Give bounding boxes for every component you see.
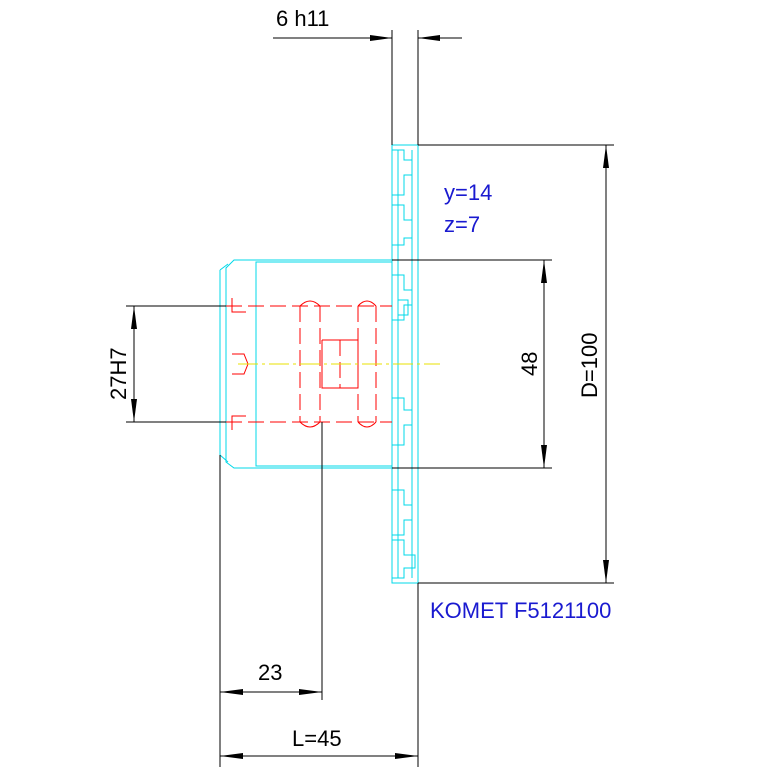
dim-hub-diameter: 48	[392, 259, 552, 469]
dim-hub-diameter-label: 48	[517, 352, 542, 376]
dim-hub-offset: 23	[219, 422, 323, 767]
part-number-label: KOMET F5121100	[430, 598, 611, 623]
dim-overall-length: L=45	[220, 583, 419, 767]
teeth-y-label: y=14	[444, 180, 492, 205]
dim-bore-label: 27H7	[106, 347, 131, 400]
dim-bore: 27H7	[106, 305, 226, 423]
dim-cutter-diameter-label: D=100	[577, 333, 602, 398]
dim-slot-width: 6 h11	[273, 6, 462, 145]
teeth-z-label: z=7	[444, 212, 480, 237]
dim-slot-width-label: 6 h11	[276, 6, 329, 31]
dim-overall-length-label: L=45	[292, 726, 342, 751]
dim-hub-offset-label: 23	[258, 660, 282, 685]
dim-cutter-diameter: D=100	[418, 144, 614, 584]
